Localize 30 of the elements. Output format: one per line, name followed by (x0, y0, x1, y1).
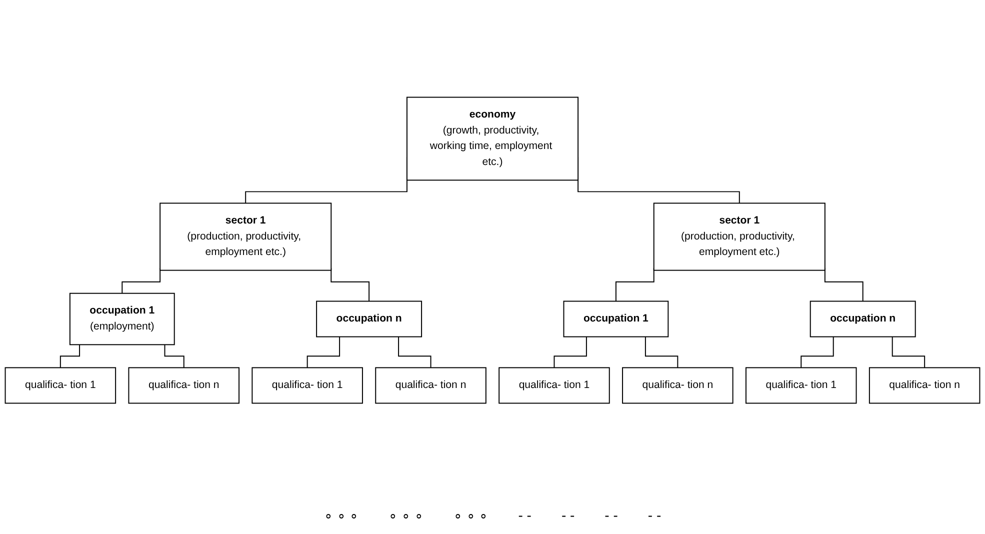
node-box: occupation n (810, 300, 916, 337)
node-box: qualifica- tion n (622, 366, 734, 404)
connector (306, 336, 340, 368)
connector (554, 336, 587, 368)
node-box: qualifica- tion n (375, 366, 486, 404)
node-box: occupation 1 (employment) (69, 292, 175, 345)
node-box: sector 1 (production, productivity, employment etc.) (653, 202, 826, 271)
connector (398, 336, 432, 368)
ellipsis-mark: - - (648, 507, 662, 523)
node-box: economy (growth, productivity, working time, employment etc.) (406, 96, 579, 180)
node-box: occupation n (316, 300, 422, 337)
connector (644, 336, 678, 368)
node-box: qualifica- tion n (128, 366, 240, 404)
node-box: qualifica- tion n (868, 366, 980, 404)
ellipsis-mark: - - (561, 507, 575, 523)
node-box: occupation 1 (563, 300, 669, 337)
node-box: qualifica- tion 1 (4, 366, 116, 404)
ellipsis-mark: ∘ ∘ ∘ (388, 507, 424, 523)
ellipsis-mark: ∘ ∘ ∘ (453, 507, 488, 523)
connector (60, 344, 80, 368)
connector (164, 344, 184, 368)
ellipsis-mark: ∘ ∘ ∘ (324, 507, 359, 523)
node-box: qualifica- tion 1 (498, 366, 610, 404)
node-box: qualifica- tion 1 (746, 366, 857, 404)
connector (892, 336, 926, 368)
connector (800, 336, 834, 368)
node-box: qualifica- tion 1 (252, 366, 363, 404)
ellipsis-mark: - - (518, 507, 532, 523)
ellipsis-mark: - - (604, 507, 618, 523)
node-box: sector 1 (production, productivity, employment etc.) (160, 202, 332, 271)
